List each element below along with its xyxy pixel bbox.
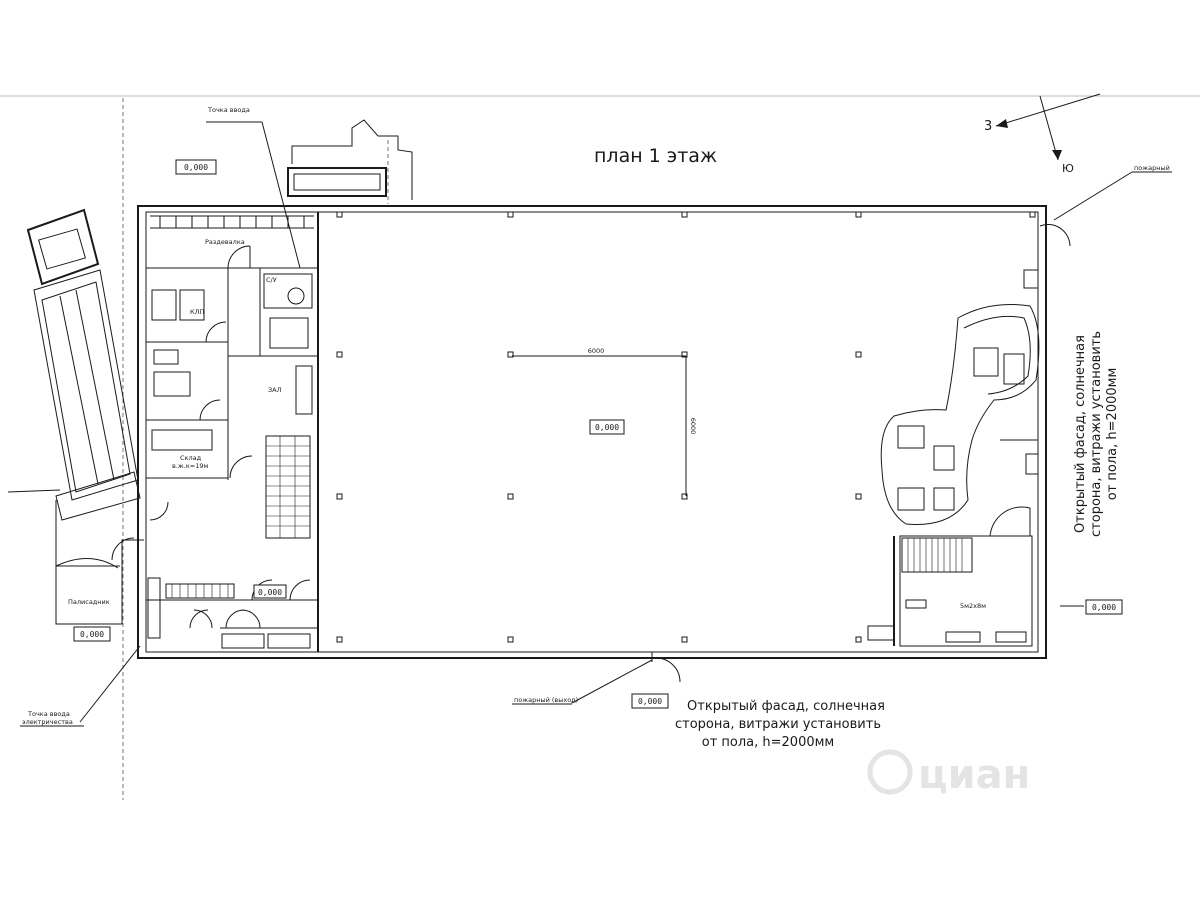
parking-area [55,500,144,625]
level-tag: 0,000 [1085,599,1123,615]
entry-point-bottom-electric: электричества [22,718,73,726]
window-strip [150,215,314,229]
dimension-lines [512,355,687,496]
watermark-text: циан [918,752,1030,798]
level-tag: 0,000 [589,419,625,435]
svg-text:0,000: 0,000 [80,630,104,639]
room-razdevalka: Раздевалка [205,238,245,246]
svg-text:0,000: 0,000 [184,163,208,172]
dimension-width: 6000 [588,347,605,355]
compass-label-b: Ю [1062,162,1074,175]
watermark: циан [867,749,1030,798]
doors [111,245,311,629]
facade-note-right-line2: сторона, витражи установить [1089,331,1104,537]
fire-exit-bottom: пожарный (выход) [514,696,578,704]
room-parking: Палисадник [68,598,110,606]
bench-hatch [165,583,235,599]
level-tag: 0,000 [73,626,111,642]
plan-title: план 1 этаж [594,145,717,167]
facade-note-right-line3: от пола, h=2000мм [1105,368,1120,500]
room-klp: КЛП [190,308,205,316]
room-sklad: Склад [180,454,202,462]
level-tag: 0,000 [253,584,287,599]
ramp-sketch [7,208,141,521]
facade-note-right: Открытый фасад, солнечная сторона, витра… [1073,331,1120,537]
outer-wall [137,205,1047,659]
right-block [867,222,1071,647]
facade-note-bottom-line2: сторона, витражи установить [675,717,881,732]
balcony-sketch [287,119,413,204]
bottom-door [651,652,681,683]
dimension-height: 6000 [689,418,697,435]
entry-point-bottom: Точка ввода [27,710,70,718]
facade-note-bottom-line1: Открытый фасад, солнечная [687,699,885,714]
room-zal: ЗАЛ [268,386,282,394]
room-sklad-height: в.ж.к=19м [172,462,208,470]
room-storage: 5м2х8м [960,602,986,610]
entry-point-top: Точка ввода [207,106,250,114]
room-wc: С/У [266,276,277,284]
leader-lines [79,121,1133,723]
facade-note-bottom-line3: от пола, h=2000мм [702,735,834,750]
staircase-hatch [265,435,311,539]
svg-text:0,000: 0,000 [638,697,662,706]
compass-label-a: 3 [984,119,992,134]
svg-text:0,000: 0,000 [258,588,282,597]
facade-note-right-line1: Открытый фасад, солнечная [1073,335,1088,533]
columns [336,211,1036,643]
compass-arrows [995,93,1101,161]
fire-exit-top: пожарный [1134,164,1170,172]
svg-text:0,000: 0,000 [1092,603,1116,612]
svg-text:0,000: 0,000 [595,423,619,432]
inner-wall [145,211,1039,653]
level-tag: 0,000 [175,159,217,175]
level-tag: 0,000 [631,693,669,709]
furniture [147,273,313,649]
